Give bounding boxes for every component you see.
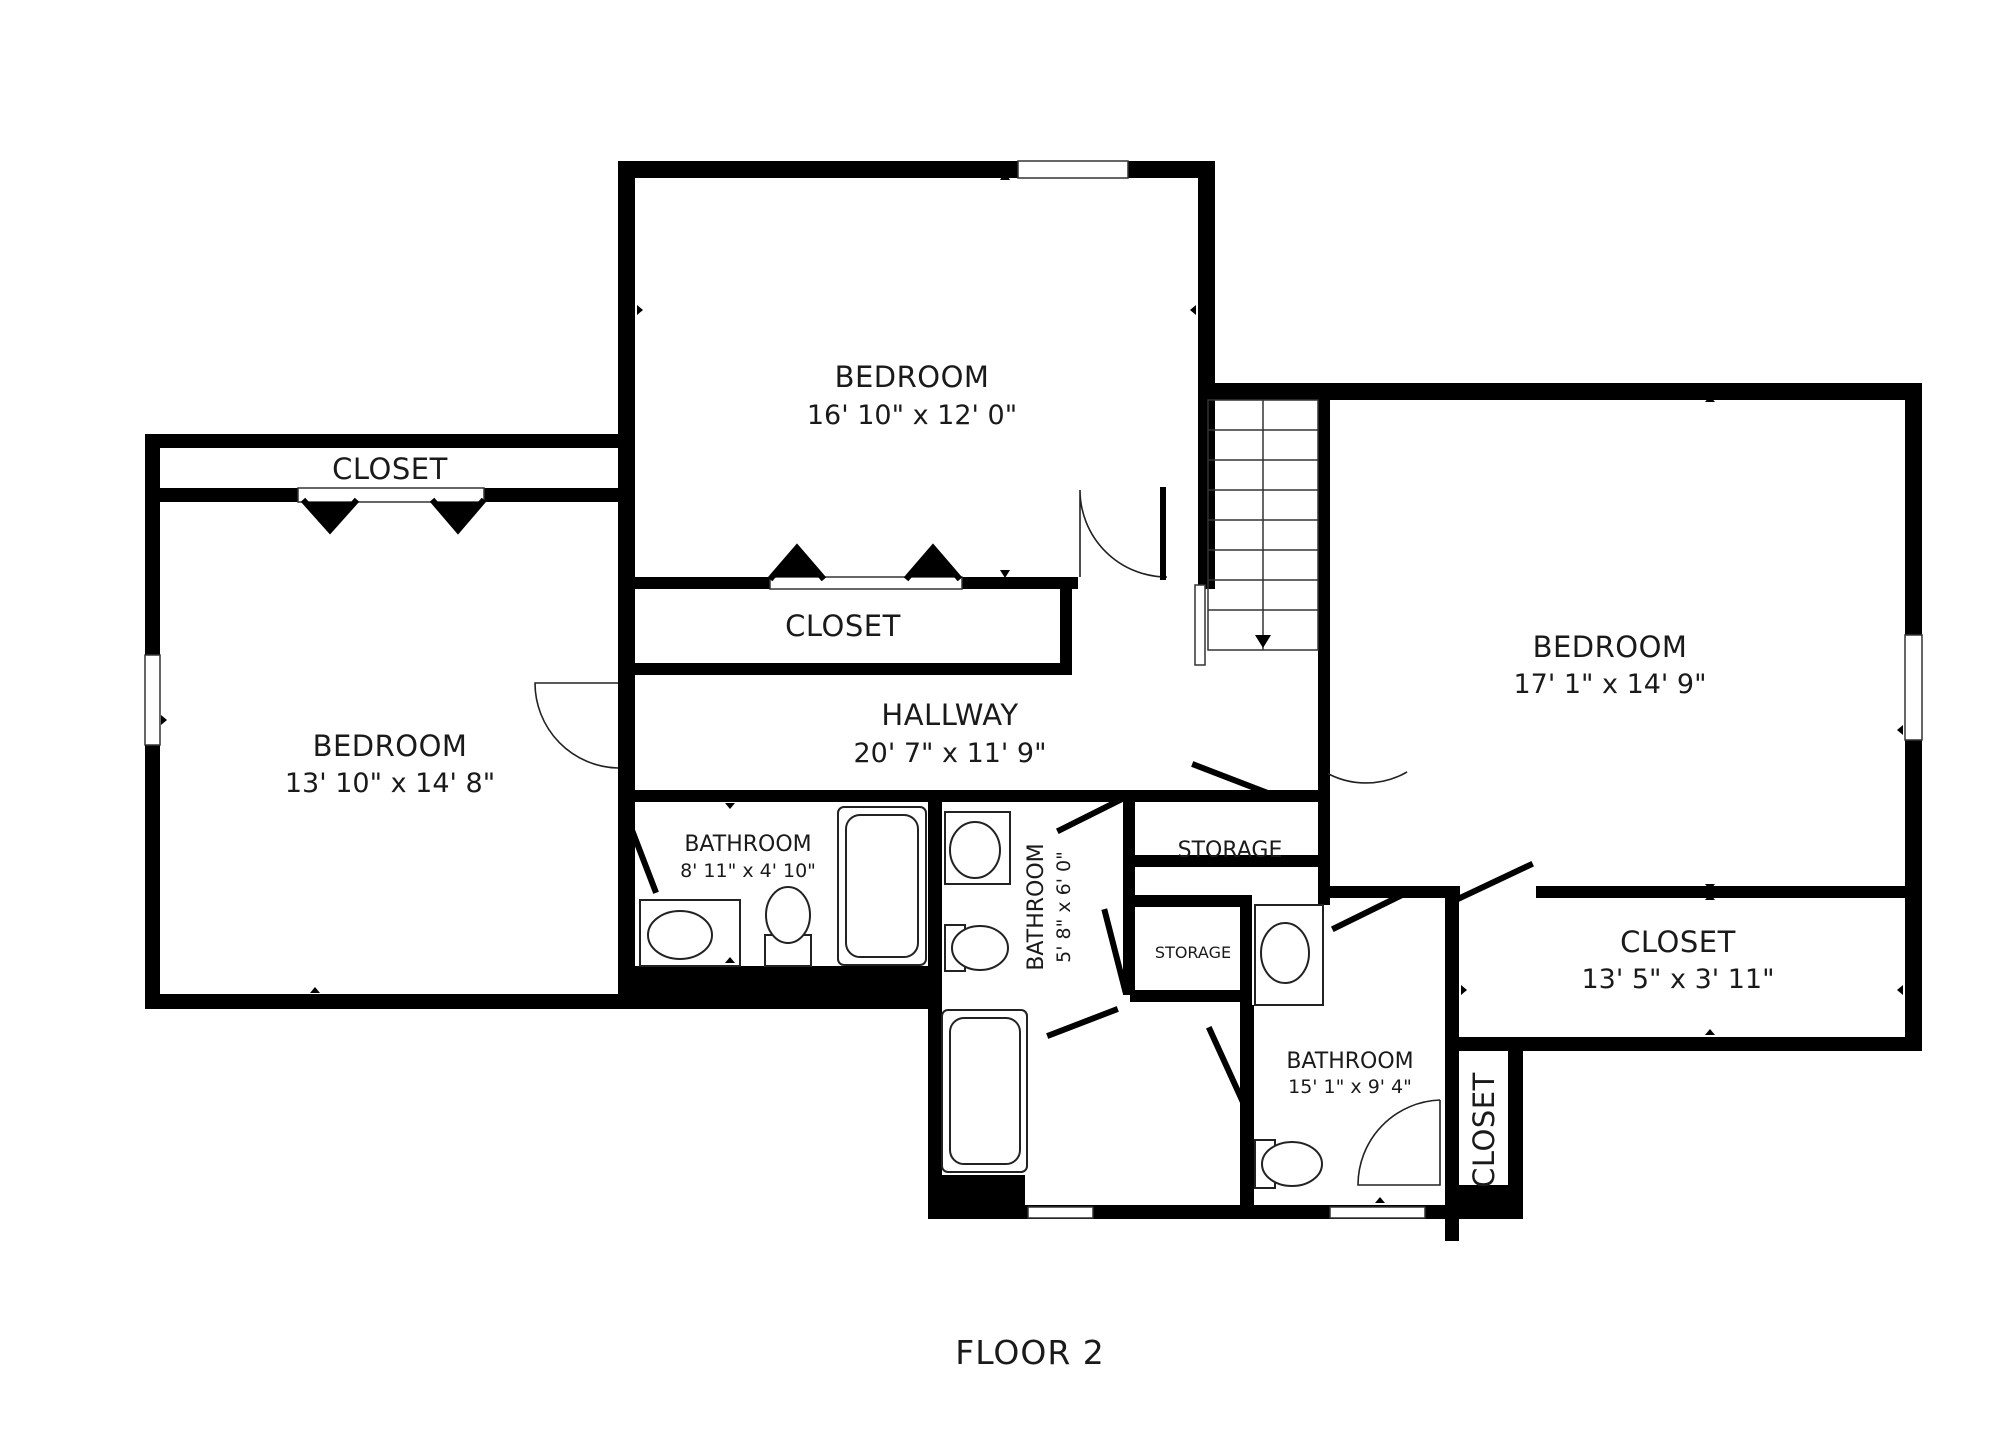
door-swing: [1357, 1099, 1441, 1186]
wall: [1130, 855, 1320, 867]
walls: [145, 161, 1922, 1241]
door-leaf: [1046, 1006, 1119, 1039]
wall: [930, 1175, 1025, 1210]
wall: [1445, 1037, 1505, 1051]
window: [769, 576, 963, 590]
window: [1017, 160, 1129, 179]
window: [144, 654, 161, 746]
wall: [928, 795, 942, 1215]
door-leaf: [1456, 861, 1534, 902]
floor-label: FLOOR 2: [955, 1333, 1105, 1372]
sink: [1260, 922, 1310, 984]
room-name-closet-right: CLOSET: [1620, 925, 1736, 959]
stair-arrow-icon: [1255, 635, 1271, 648]
room-name-bedroom-right: BEDROOM: [1533, 630, 1688, 664]
window: [1904, 634, 1923, 741]
windows: [144, 160, 1923, 1219]
sink: [647, 910, 713, 960]
room-dims-hallway: 20' 7" x 11' 9": [853, 738, 1046, 769]
room-name-bedroom-top: BEDROOM: [835, 360, 990, 394]
wall: [630, 663, 1072, 675]
room-dims-bedroom-right: 17' 1" x 14' 9": [1513, 669, 1706, 700]
window: [1329, 1206, 1426, 1219]
wall: [960, 577, 1078, 589]
room-dims-bathroom-a: 8' 11" x 4' 10": [680, 860, 816, 882]
room-name-closet-center: CLOSET: [785, 609, 901, 643]
bifold-door: [429, 497, 487, 535]
door-leaf: [1206, 1026, 1246, 1104]
room-name-storage-b: STORAGE: [1155, 943, 1231, 962]
door-leaf: [1330, 891, 1405, 933]
wall: [630, 790, 1320, 802]
wall: [635, 577, 775, 589]
room-name-hallway: HALLWAY: [881, 698, 1018, 732]
staircase: [1194, 399, 1319, 666]
room-name-closet-small: CLOSET: [1467, 1072, 1501, 1188]
room-dims-bathroom-b: 5' 8" x 6' 0": [1053, 851, 1075, 963]
room-labels: BEDROOM 16' 10" x 12' 0" CLOSET CLOSET H…: [285, 360, 1775, 1372]
room-dims-bathroom-c: 15' 1" x 9' 4": [1288, 1076, 1412, 1098]
toilet-bowl: [765, 886, 811, 944]
window: [297, 487, 485, 503]
bifold-door: [300, 497, 360, 535]
wall: [1123, 795, 1135, 995]
wall: [618, 161, 635, 996]
room-dims-closet-right: 13' 5" x 3' 11": [1581, 964, 1774, 995]
room-name-bedroom-left: BEDROOM: [313, 729, 468, 763]
room-name-closet-left: CLOSET: [332, 452, 448, 486]
door-leaf: [1055, 795, 1125, 835]
room-name-bathroom-c: BATHROOM: [1286, 1049, 1413, 1074]
door-swing: [534, 682, 619, 769]
wall: [1330, 886, 1460, 898]
wall: [1318, 395, 1330, 905]
wall: [630, 966, 935, 996]
wall: [145, 434, 630, 448]
wall: [1498, 1037, 1922, 1051]
fixtures: [639, 806, 1324, 1189]
wall: [1508, 1037, 1523, 1219]
measure-ticks: [161, 172, 1903, 1203]
sink: [949, 821, 1001, 879]
room-name-storage-a: STORAGE: [1178, 838, 1283, 863]
toilet-bowl: [951, 925, 1009, 971]
door-leaf: [1101, 908, 1129, 994]
room-dims-bedroom-top: 16' 10" x 12' 0": [807, 400, 1017, 431]
bifold-door: [767, 543, 827, 582]
bathtub-basin: [845, 814, 919, 958]
room-name-bathroom-b: BATHROOM: [1024, 843, 1049, 970]
wall: [1240, 1005, 1254, 1215]
door-leaf: [621, 808, 659, 894]
wall: [1130, 990, 1250, 1002]
wall: [1130, 895, 1250, 907]
doors: [300, 487, 1534, 1186]
wall: [1198, 383, 1920, 400]
bathtub-basin: [949, 1017, 1021, 1165]
wall: [1445, 886, 1459, 1241]
bifold-door: [903, 543, 963, 582]
door-swing: [1324, 690, 1408, 784]
wall: [1198, 161, 1215, 589]
window: [1027, 1206, 1094, 1219]
room-name-bathroom-a: BATHROOM: [684, 832, 811, 857]
wall: [145, 994, 937, 1009]
door-swing: [1079, 489, 1168, 578]
wall: [1240, 895, 1252, 1005]
door-leaf: [1191, 761, 1269, 796]
room-dims-bedroom-left: 13' 10" x 14' 8": [285, 768, 495, 799]
wall: [1445, 1185, 1515, 1205]
wall: [1060, 577, 1072, 675]
wall: [1536, 886, 1905, 898]
toilet-bowl: [1261, 1141, 1323, 1187]
